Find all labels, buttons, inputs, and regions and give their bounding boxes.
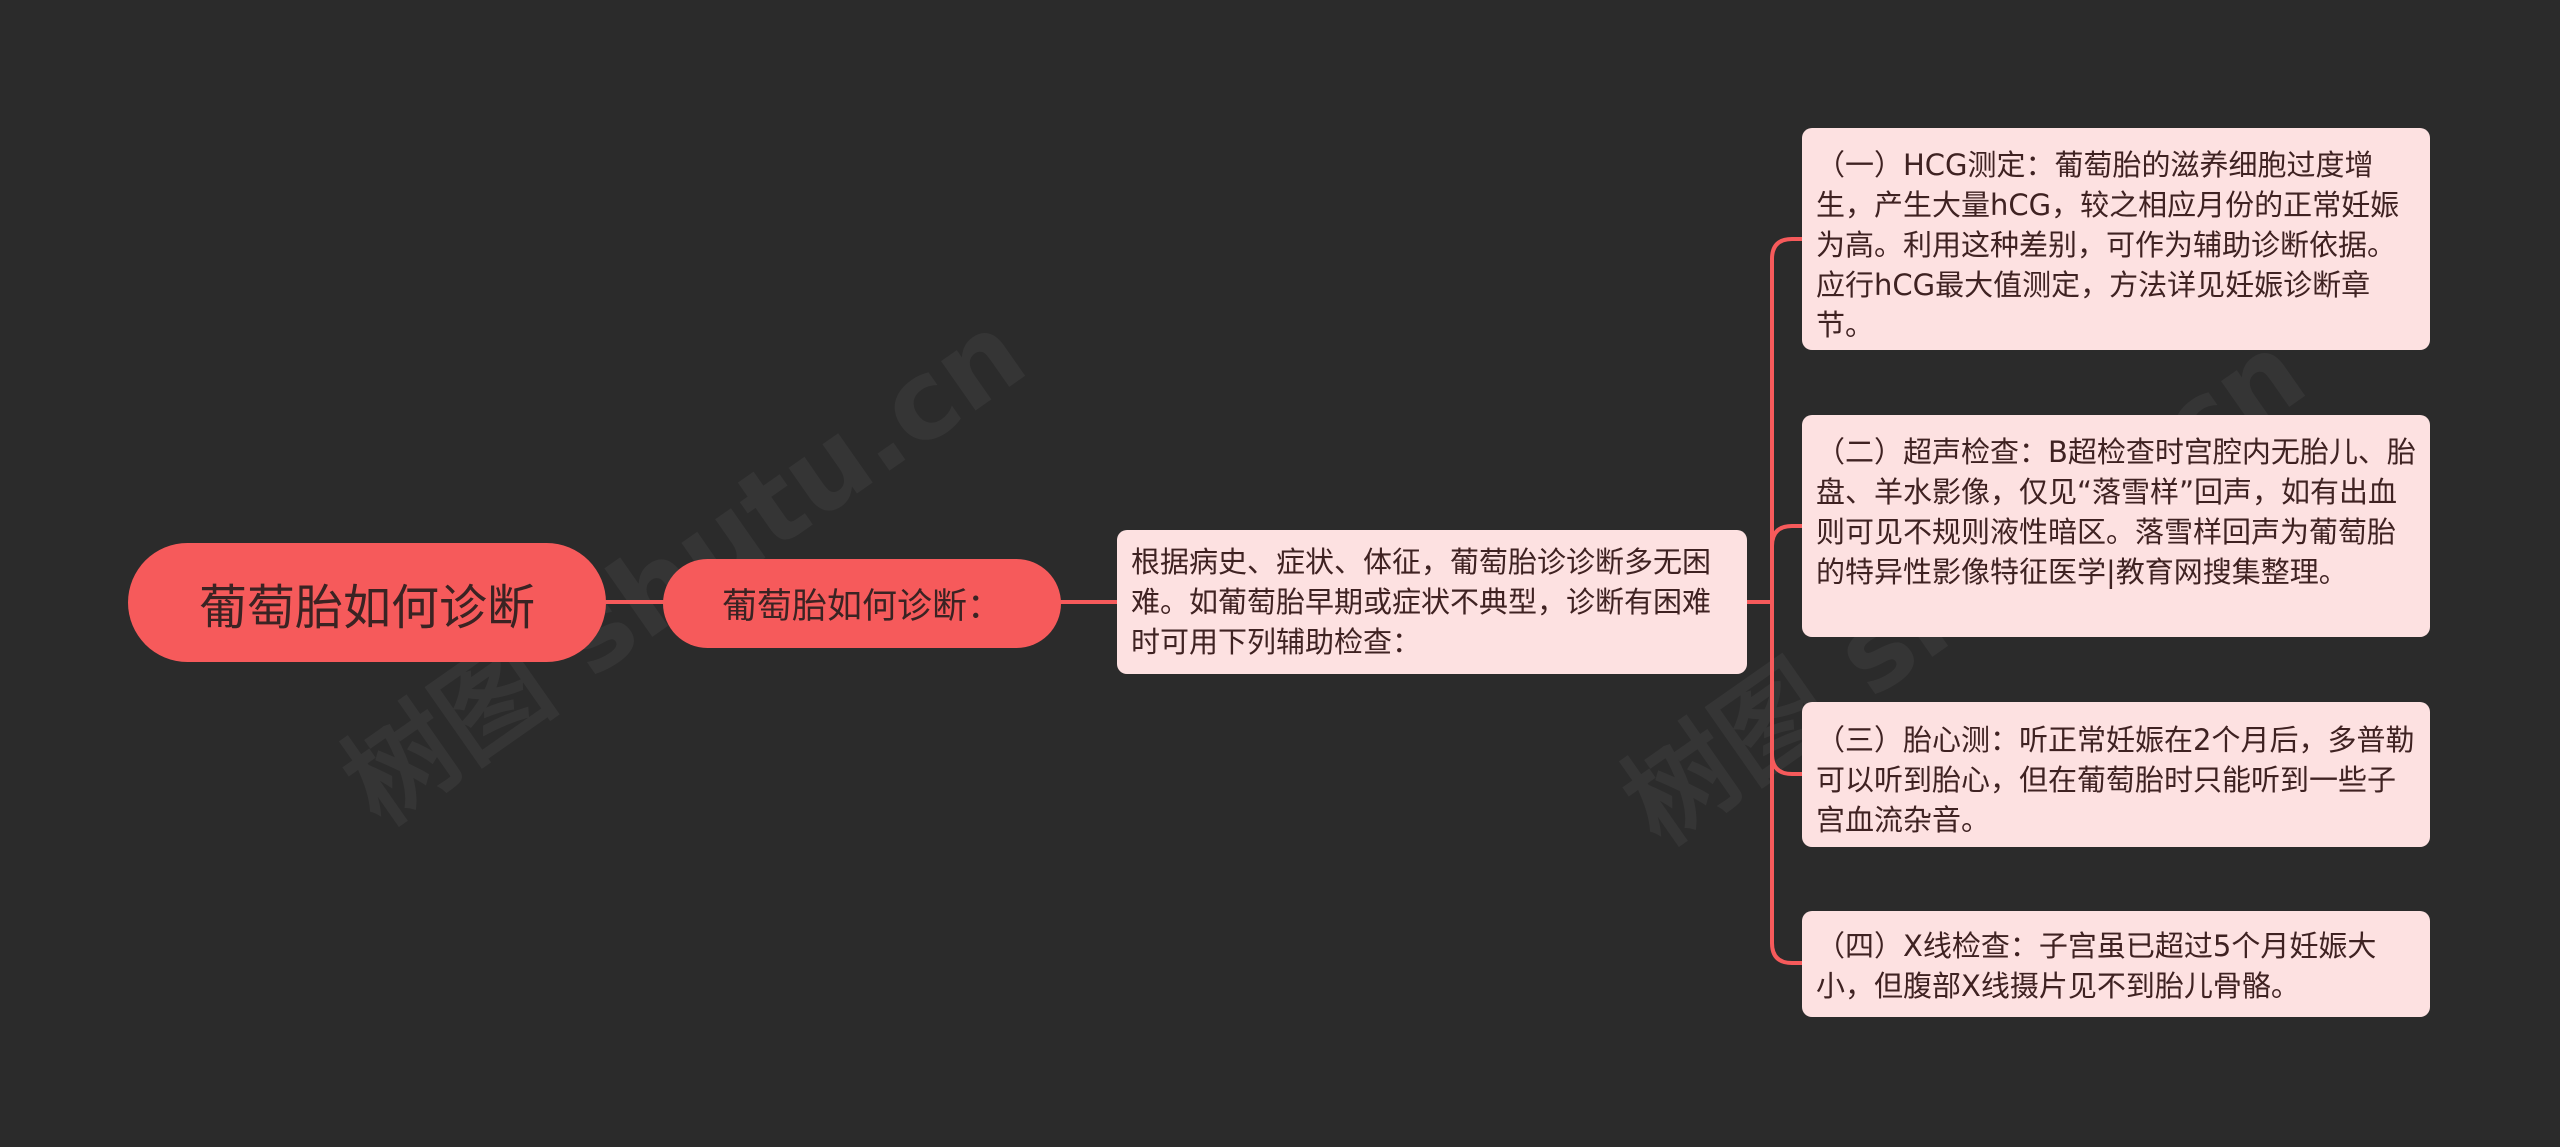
summary-node[interactable]: 根据病史、症状、体征，葡萄胎诊诊断多无困难。如葡萄胎早期或症状不典型，诊断有困难…	[1117, 530, 1747, 674]
connector-to-detail-2	[1770, 524, 1804, 548]
detail-node-xray[interactable]: （四）X线检查：子宫虽已超过5个月妊娠大小，但腹部X线摄片见不到胎儿骨骼。	[1802, 911, 2430, 1017]
summary-node-text: 根据病史、症状、体征，葡萄胎诊诊断多无困难。如葡萄胎早期或症状不典型，诊断有困难…	[1131, 545, 1712, 659]
branch-node-label: 葡萄胎如何诊断：	[721, 587, 1002, 627]
detail-node-text: （三）胎心测：听正常妊娠在2个月后，多普勒可以听到胎心，但在葡萄胎时只能听到一些…	[1816, 723, 2415, 837]
connector-to-detail-3	[1770, 752, 1804, 776]
root-node[interactable]: 葡萄胎如何诊断	[128, 543, 606, 662]
root-node-label: 葡萄胎如何诊断	[198, 579, 535, 636]
connector-to-detail-4	[1770, 941, 1804, 965]
detail-node-hcg[interactable]: （一）HCG测定：葡萄胎的滋养细胞过度增生，产生大量hCG，较之相应月份的正常妊…	[1802, 128, 2430, 350]
branch-node[interactable]: 葡萄胎如何诊断：	[663, 559, 1061, 648]
detail-node-ultrasound[interactable]: （二）超声检查：B超检查时宫腔内无胎儿、胎盘、羊水影像，仅见“落雪样”回声，如有…	[1802, 415, 2430, 637]
detail-node-fetal-heart[interactable]: （三）胎心测：听正常妊娠在2个月后，多普勒可以听到胎心，但在葡萄胎时只能听到一些…	[1802, 702, 2430, 847]
detail-node-text: （四）X线检查：子宫虽已超过5个月妊娠大小，但腹部X线摄片见不到胎儿骨骼。	[1816, 929, 2377, 1003]
detail-node-text: （一）HCG测定：葡萄胎的滋养细胞过度增生，产生大量hCG，较之相应月份的正常妊…	[1816, 148, 2400, 342]
connector-to-detail-1	[1770, 237, 1804, 261]
detail-node-text: （二）超声检查：B超检查时宫腔内无胎儿、胎盘、羊水影像，仅见“落雪样”回声，如有…	[1816, 435, 2416, 589]
